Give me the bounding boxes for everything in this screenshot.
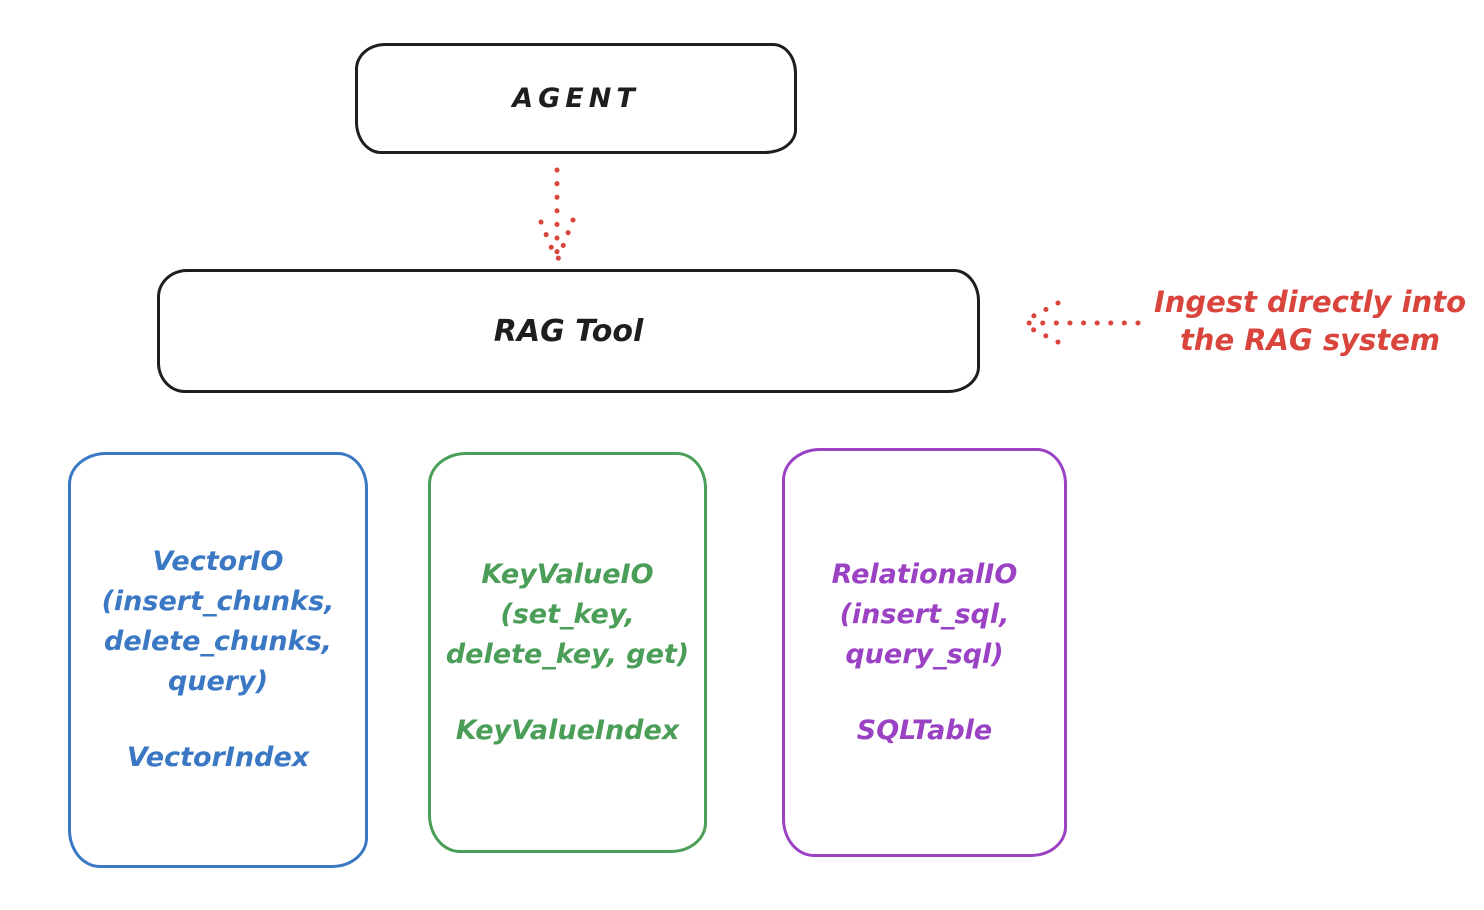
io-line: (insert_chunks, [101,586,335,617]
io-line: (set_key, [500,598,635,630]
agent-label: AGENT [512,83,640,114]
io-line: delete_chunks, [104,626,332,657]
ingest-annotation-line2: the RAG system [1179,323,1441,357]
io-line: VectorIO [152,546,284,577]
relational-io-signature: RelationalIO (insert_sql, query_sql) [832,555,1018,675]
sql-table-label: SQLTable [856,714,993,746]
vector-io-box: VectorIO (insert_chunks, delete_chunks, … [68,452,368,868]
keyvalue-io-box: KeyValueIO (set_key, delete_key, get) Ke… [428,452,707,853]
ingest-annotation-line1: Ingest directly into [1153,285,1467,319]
rag-tool-label: RAG Tool [493,313,644,349]
agent-box: AGENT [355,43,797,154]
io-line: delete_key, get) [445,638,690,670]
io-line: query_sql) [845,638,1004,670]
keyvalue-io-signature: KeyValueIO (set_key, delete_key, get) [446,555,689,675]
io-line: KeyValueIO [481,558,654,590]
keyvalue-index-label: KeyValueIndex [455,714,680,746]
agent-to-rag-arrow-icon [538,167,576,262]
io-line: (insert_sql, [839,598,1010,630]
relational-io-box: RelationalIO (insert_sql, query_sql) SQL… [782,448,1067,857]
ingest-annotation-arrow-icon [1021,300,1141,345]
rag-tool-box: RAG Tool [157,269,980,393]
io-line: query) [167,666,269,697]
io-line: RelationalIO [831,558,1018,590]
ingest-annotation: Ingest directly into the RAG system [1145,283,1475,359]
vector-index-label: VectorIndex [126,742,310,773]
vector-io-signature: VectorIO (insert_chunks, delete_chunks, … [102,542,335,702]
